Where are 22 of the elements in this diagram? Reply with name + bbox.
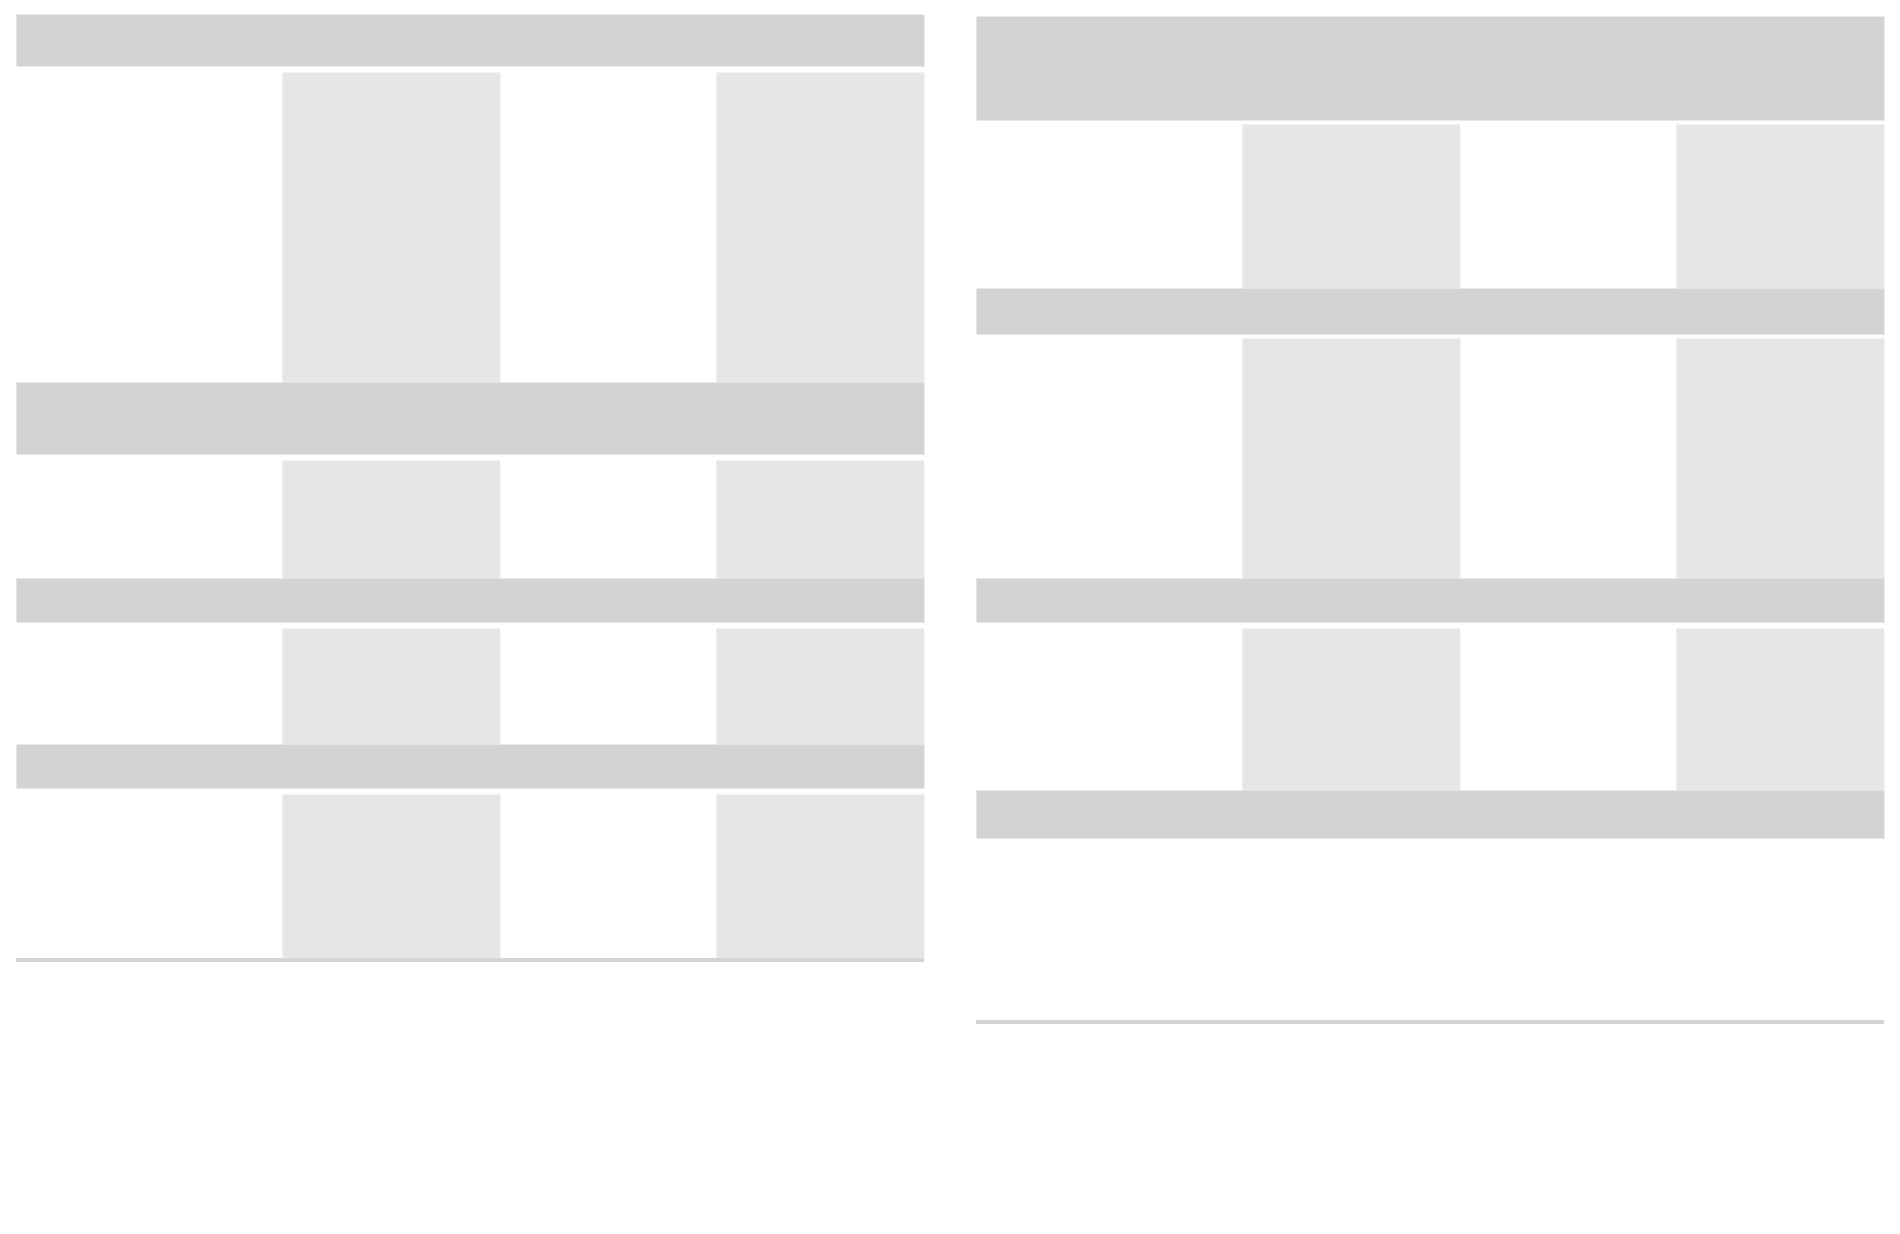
table-header-band [16, 744, 925, 789]
table-cell [716, 794, 925, 959]
table-header-band [16, 578, 925, 623]
table-cell [282, 460, 501, 579]
table-cell [1676, 628, 1885, 791]
table-cell [282, 794, 501, 959]
table-cell [1242, 628, 1461, 791]
table-cell [282, 72, 501, 383]
table-header-band [976, 16, 1885, 121]
table-cell [1242, 338, 1461, 579]
table-cell [1676, 338, 1885, 579]
table-cell [1242, 124, 1461, 289]
table-cell [716, 72, 925, 383]
table-cell [716, 460, 925, 579]
table-header-band [16, 382, 925, 455]
table-cell [716, 628, 925, 745]
table-header-band [976, 790, 1885, 839]
table-cell [282, 628, 501, 745]
table-header-band [16, 14, 925, 67]
table-cell [1676, 124, 1885, 289]
table-header-band [976, 578, 1885, 623]
table-header-band [976, 288, 1885, 335]
